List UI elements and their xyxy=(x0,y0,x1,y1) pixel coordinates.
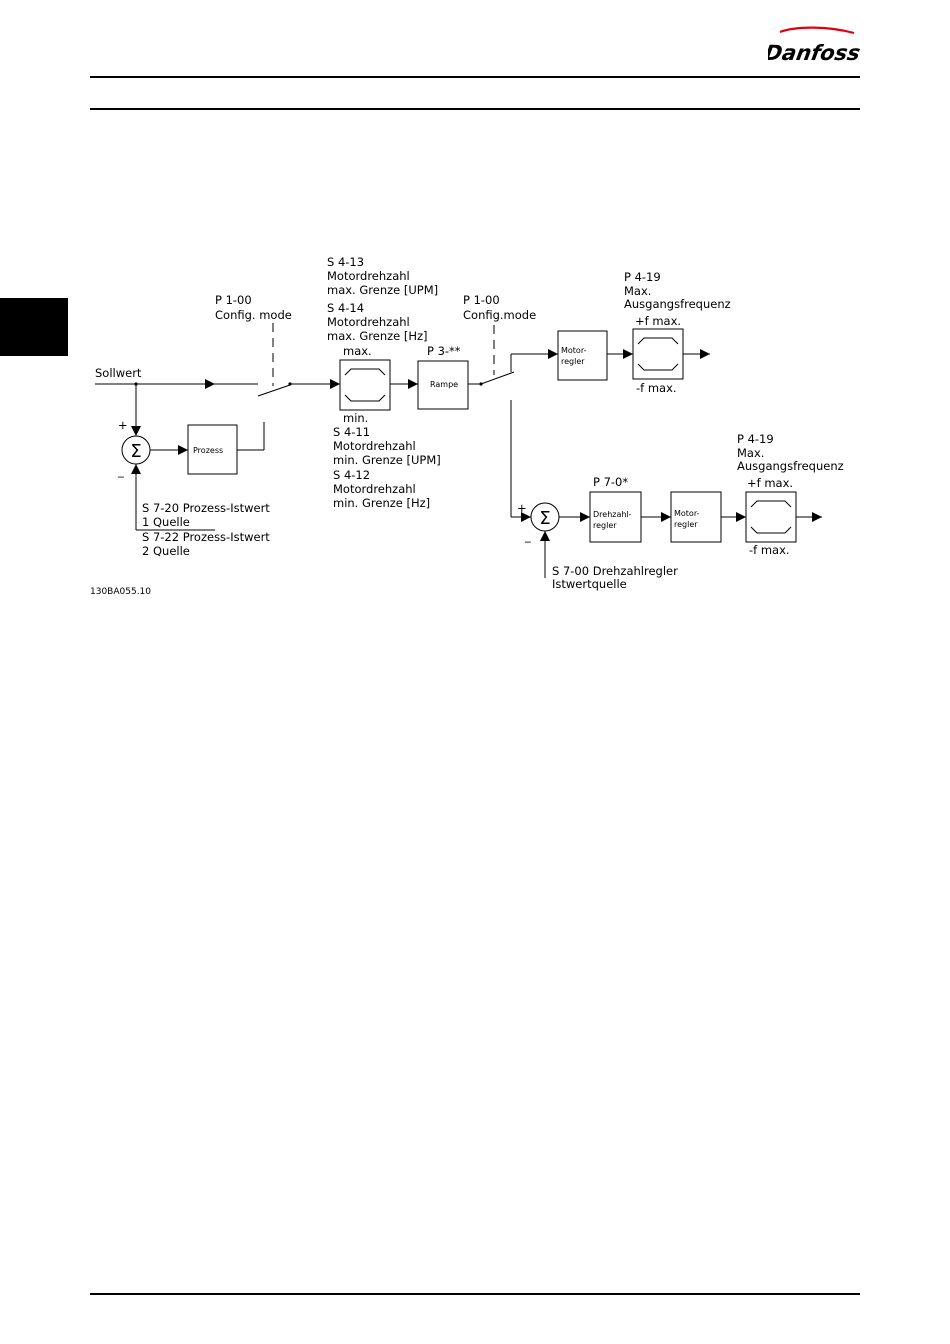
motorregler-bottom-line2: regler xyxy=(674,520,698,529)
s414-line3: max. Grenze [Hz] xyxy=(327,329,428,343)
p3-label: P 3-** xyxy=(427,344,461,358)
rampe-label: Rampe xyxy=(430,380,458,389)
p419-bottom-line2: Max. xyxy=(737,446,764,460)
config-switch-upper xyxy=(257,384,291,397)
frequency-limiter-bottom xyxy=(745,491,797,543)
p419-bottom-line3: Ausgangsfrequenz xyxy=(737,459,844,473)
fmax-top-label: +f max. xyxy=(635,314,681,328)
minus-lower: _ xyxy=(524,529,531,543)
chapter-tab xyxy=(0,298,68,356)
p100-upper-line1: P 1-00 xyxy=(215,293,252,307)
motorregler-top-line2: regler xyxy=(561,357,585,366)
frequency-limiter-top xyxy=(632,328,684,380)
p419-top-line1: P 4-19 xyxy=(624,270,661,284)
fmin-bottom-label: -f max. xyxy=(749,543,790,557)
danfoss-logo-graphic: Danfoss xyxy=(763,26,862,65)
p419-top-line2: Max. xyxy=(624,284,651,298)
s700-line2: Istwertquelle xyxy=(552,577,627,591)
footer-rule xyxy=(90,1293,860,1295)
sigma-upper: Σ xyxy=(130,441,141,462)
motorregler-top-line1: Motor- xyxy=(561,346,587,355)
figure-reference: 130BA055.10 xyxy=(90,587,151,597)
s412-label: S 4-12 xyxy=(333,468,370,482)
fmin-top-label: -f max. xyxy=(636,381,677,395)
minus-upper: _ xyxy=(117,464,124,478)
p100-upper-line2: Config. mode xyxy=(215,308,292,322)
motorregler-block-top xyxy=(557,330,608,381)
p419-top-line3: Ausgangsfrequenz xyxy=(624,297,731,311)
s412-line3: min. Grenze [Hz] xyxy=(333,496,430,510)
plus-lower: + xyxy=(517,501,527,515)
header-rule-top xyxy=(90,76,860,78)
prozess-label: Prozess xyxy=(193,446,223,455)
danfoss-logo: Danfoss xyxy=(763,24,862,70)
s413-line3: max. Grenze [UPM] xyxy=(327,283,438,297)
s722-line2: 2 Quelle xyxy=(142,544,190,558)
s413-line2: Motordrehzahl xyxy=(327,269,410,283)
motorregler-bottom-line1: Motor- xyxy=(674,509,700,518)
s411-line2: Motordrehzahl xyxy=(333,439,416,453)
svg-text:Danfoss: Danfoss xyxy=(768,40,860,65)
config-switch-right xyxy=(480,371,515,385)
drehzahlregler-line1: Drehzahl- xyxy=(593,510,632,519)
p419-bottom-line1: P 4-19 xyxy=(737,432,774,446)
s413-label: S 4-13 xyxy=(327,255,364,269)
s411-line3: min. Grenze [UPM] xyxy=(333,453,441,467)
sigma-lower: Σ xyxy=(539,508,550,529)
s722-label: S 7-22 Prozess-Istwert xyxy=(142,530,270,544)
s720-label: S 7-20 Prozess-Istwert xyxy=(142,501,270,515)
limiter-min-label: min. xyxy=(343,411,368,425)
s700-label: S 7-00 Drehzahlregler xyxy=(552,564,678,578)
rampe-block xyxy=(417,360,469,410)
drehzahlregler-line2: regler xyxy=(593,521,617,530)
s414-line2: Motordrehzahl xyxy=(327,315,410,329)
p100-right-line1: P 1-00 xyxy=(463,293,500,307)
limiter-max-label: max. xyxy=(343,344,372,358)
header-rule-bottom xyxy=(90,108,860,110)
s411-label: S 4-11 xyxy=(333,425,370,439)
s414-label: S 4-14 xyxy=(327,301,364,315)
s412-line2: Motordrehzahl xyxy=(333,482,416,496)
plus-upper: + xyxy=(118,418,128,432)
speed-limiter-block xyxy=(339,359,391,411)
sollwert-label: Sollwert xyxy=(95,366,142,380)
s720-line2: 1 Quelle xyxy=(142,515,190,529)
p70-label: P 7-0* xyxy=(593,475,628,489)
p100-right-line2: Config.mode xyxy=(463,308,536,322)
fmax-bottom-label: +f max. xyxy=(747,476,793,490)
